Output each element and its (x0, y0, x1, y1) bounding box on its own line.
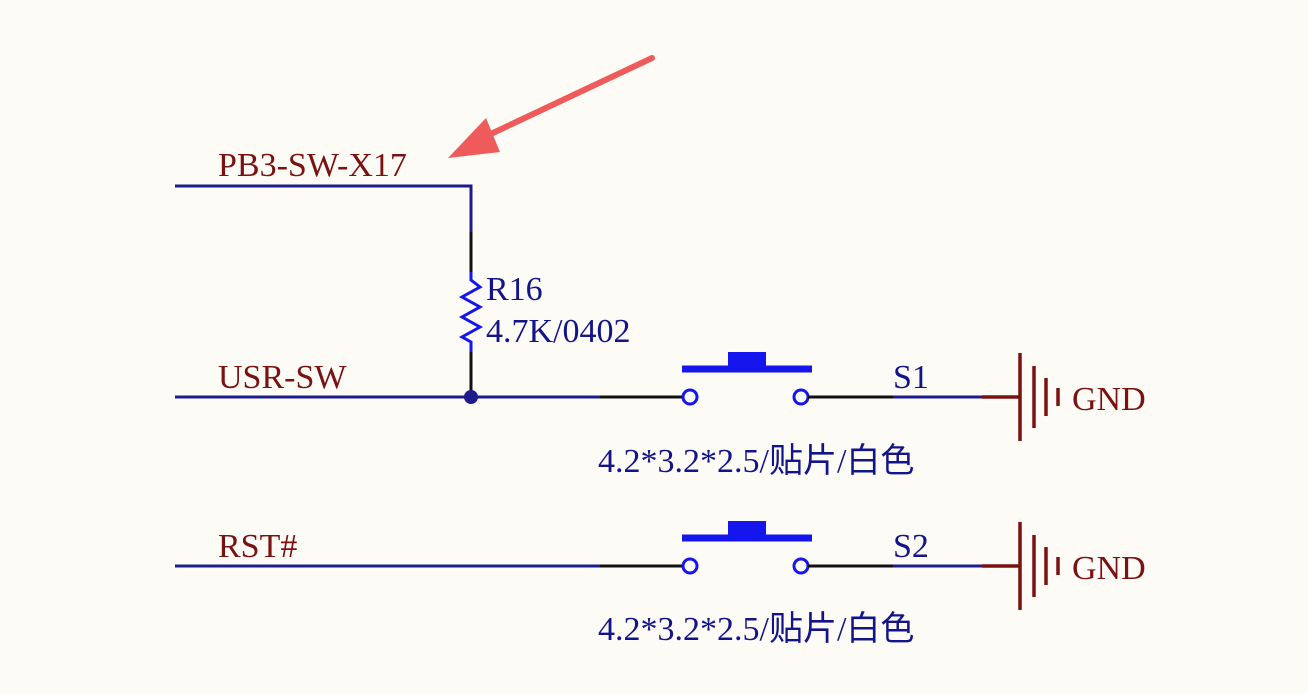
gnd-label-1: GND (1072, 381, 1146, 418)
net-label-rst: RST# (218, 528, 297, 565)
ground-symbol-1: GND (982, 353, 1146, 441)
net-label-usr-sw: USR-SW (218, 359, 347, 396)
resistor-r16: R16 4.7K/0402 (458, 232, 631, 397)
net-rst: RST# (175, 528, 682, 568)
net-usr-sw: USR-SW (175, 359, 682, 404)
switch-s1: S1 4.2*3.2*2.5/贴片/白色 (598, 352, 982, 480)
switch-s2-package: 4.2*3.2*2.5/贴片/白色 (598, 610, 914, 648)
ground-symbol-2: GND (982, 522, 1146, 610)
switch-s2: S2 4.2*3.2*2.5/贴片/白色 (598, 521, 982, 648)
net-pb3: PB3-SW-X17 (175, 147, 473, 232)
net-label-pb3: PB3-SW-X17 (218, 147, 407, 184)
resistor-value: 4.7K/0402 (486, 313, 631, 350)
gnd-label-2: GND (1072, 550, 1146, 587)
resistor-ref: R16 (486, 271, 543, 308)
annotation-arrow (448, 55, 655, 158)
switch-s1-ref: S1 (893, 359, 929, 396)
junction-dot (464, 390, 478, 404)
switch-s2-ref: S2 (893, 528, 929, 565)
switch-s1-package: 4.2*3.2*2.5/贴片/白色 (598, 442, 914, 480)
